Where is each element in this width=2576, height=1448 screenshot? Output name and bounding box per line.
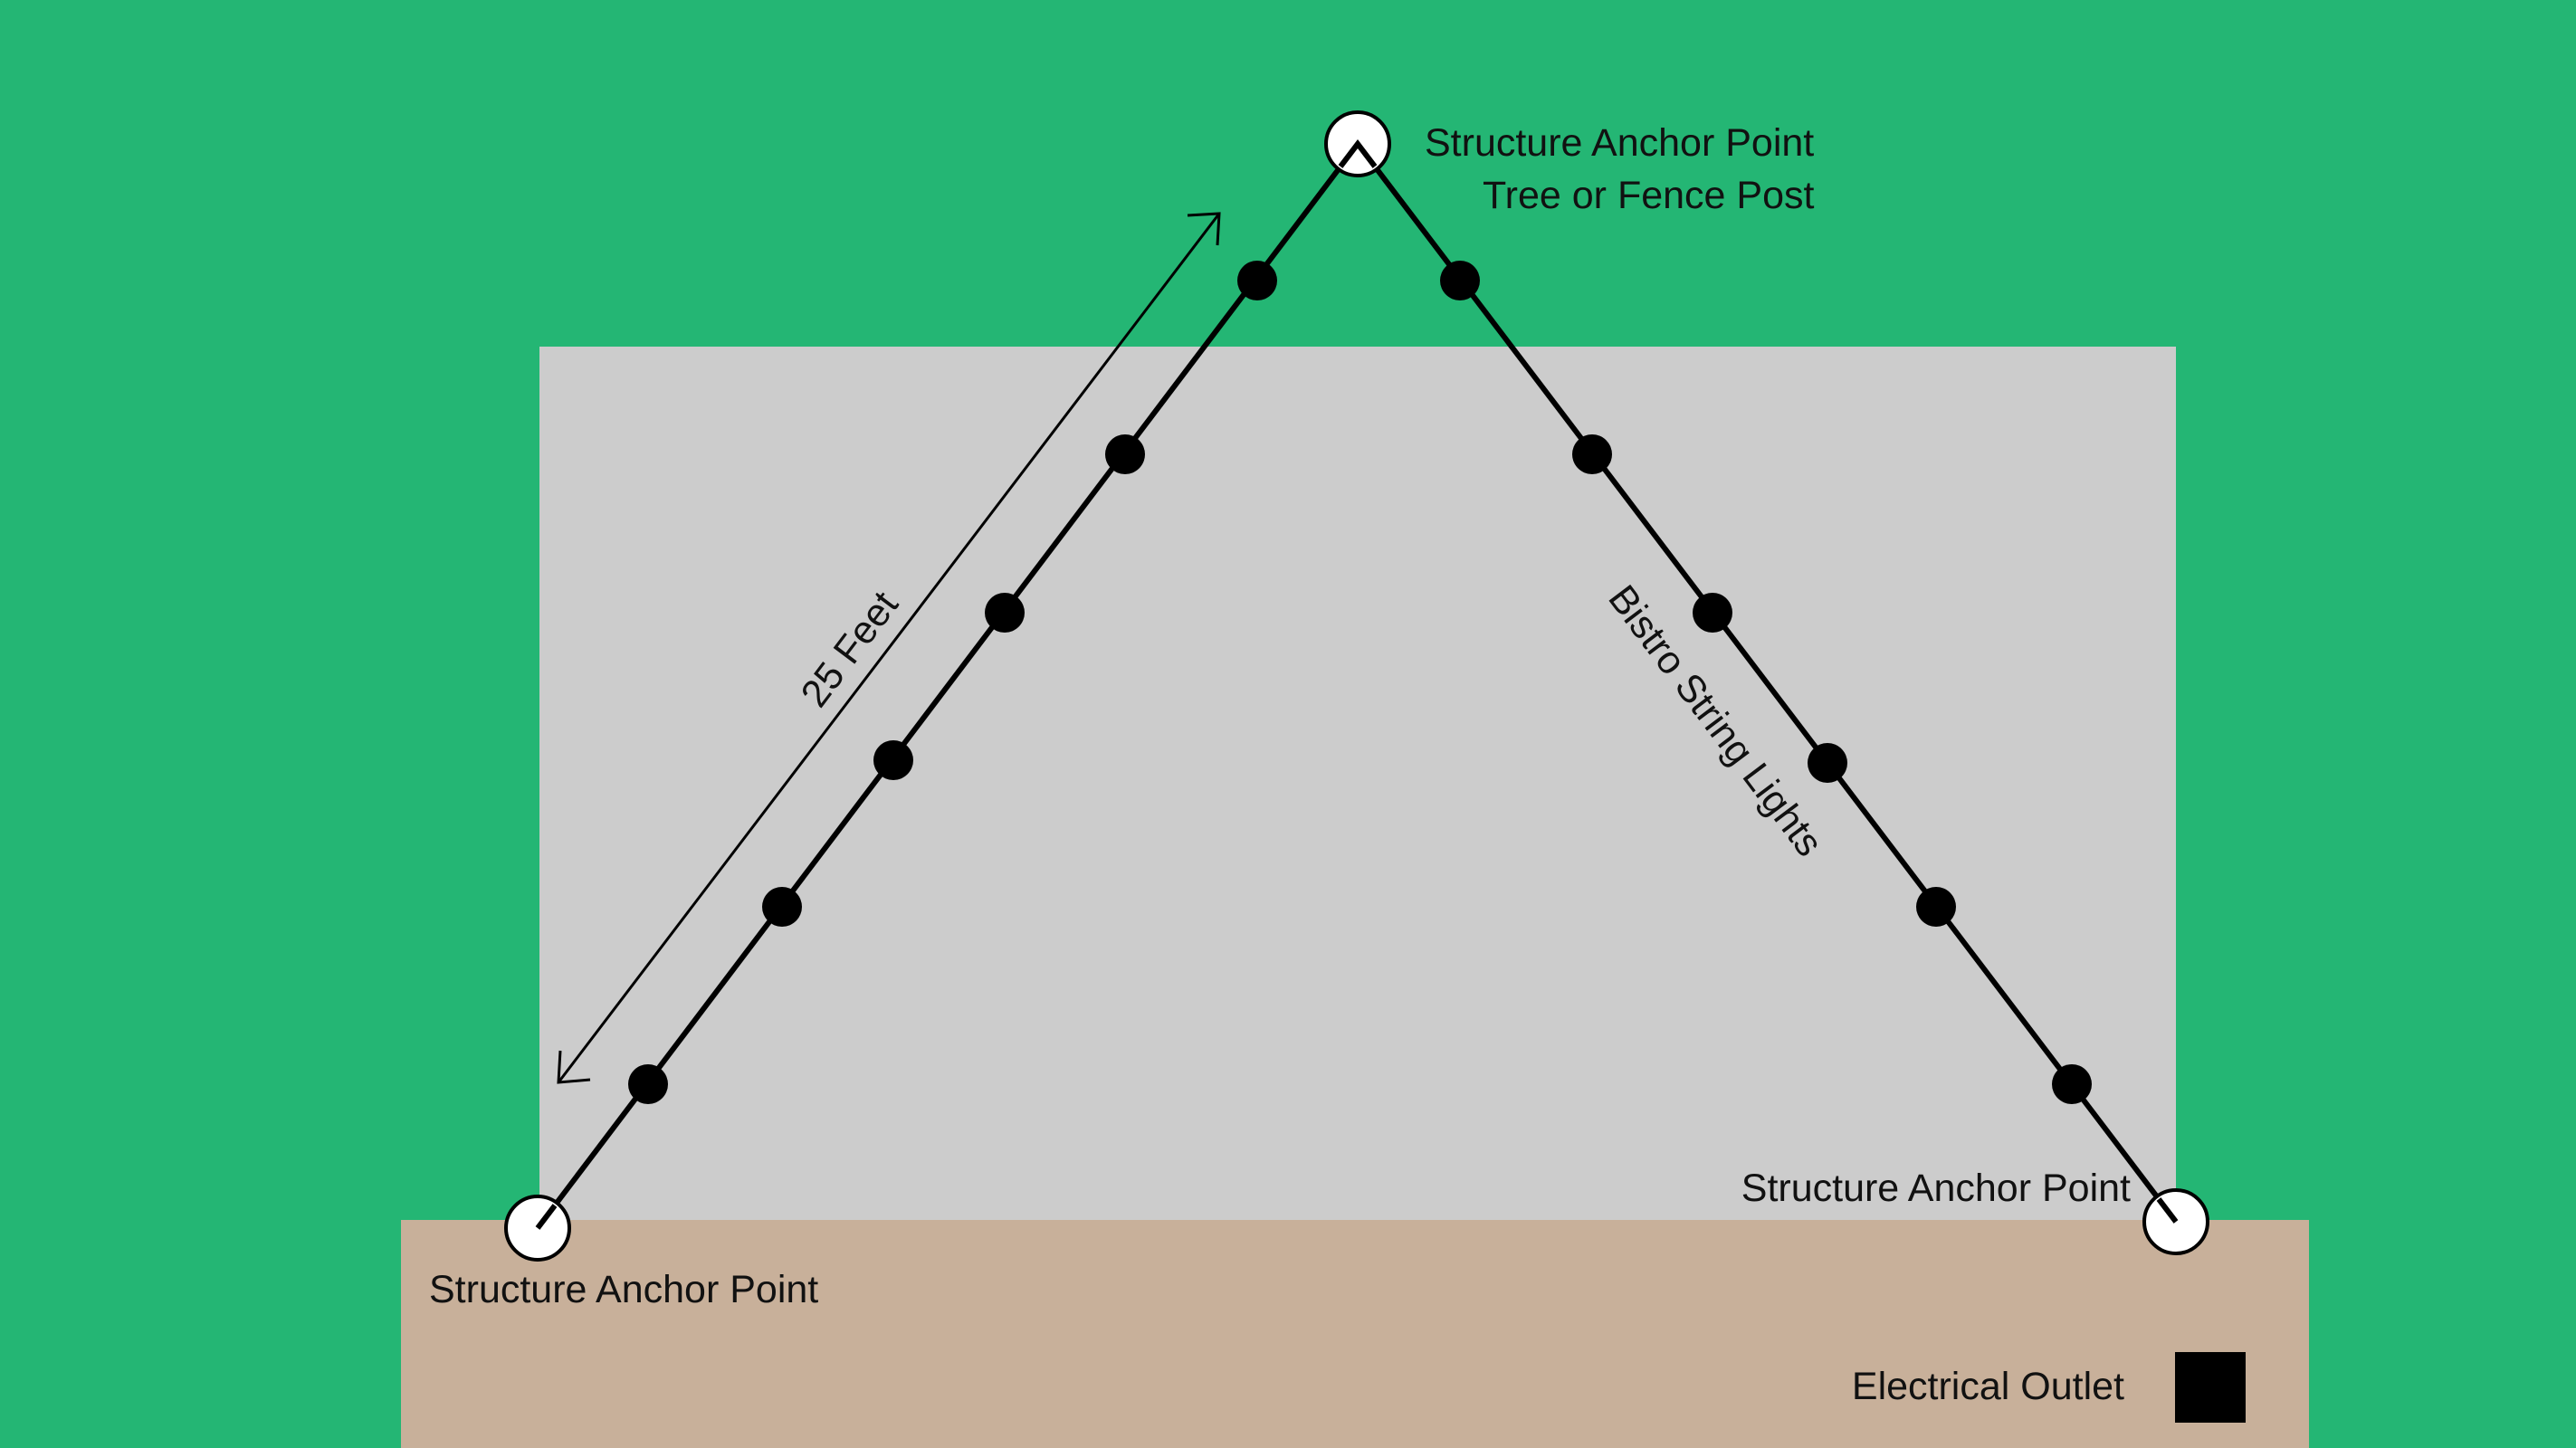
outlet-icon <box>2175 1352 2246 1423</box>
light-bulb-icon <box>1440 261 1480 300</box>
left-anchor-point <box>504 1195 571 1262</box>
right-light-string <box>1355 142 2179 1224</box>
left-anchor-label: Structure Anchor Point <box>429 1268 818 1311</box>
length-dimension-arrow <box>557 212 1221 1084</box>
light-bulb-icon <box>1916 887 1956 927</box>
light-bulb-icon <box>1693 593 1732 633</box>
outlet-label: Electrical Outlet <box>1852 1365 2124 1408</box>
patio-area <box>539 347 2176 1222</box>
light-bulb-icon <box>873 740 913 780</box>
right-anchor-point <box>2142 1188 2209 1255</box>
top-anchor-point <box>1324 110 1391 177</box>
left-bulbs <box>628 261 1277 1104</box>
house-area <box>401 1220 2309 1448</box>
right-bulbs <box>1440 261 2092 1104</box>
arrow-head-top-icon <box>1187 212 1221 246</box>
left-light-string <box>535 142 1360 1230</box>
top-anchor-sublabel: Tree or Fence Post <box>1483 174 1814 217</box>
arrow-head-bottom-icon <box>557 1050 591 1084</box>
top-anchor-label: Structure Anchor Point <box>1425 121 1814 165</box>
light-bulb-icon <box>628 1064 668 1104</box>
light-bulb-icon <box>1808 743 1847 783</box>
light-bulb-icon <box>1572 434 1612 474</box>
light-bulb-icon <box>762 887 802 927</box>
light-bulb-icon <box>985 593 1025 633</box>
light-bulb-icon <box>1105 434 1145 474</box>
light-bulb-icon <box>2052 1064 2092 1104</box>
light-bulb-icon <box>1237 261 1277 300</box>
right-anchor-label: Structure Anchor Point <box>1741 1167 2131 1210</box>
